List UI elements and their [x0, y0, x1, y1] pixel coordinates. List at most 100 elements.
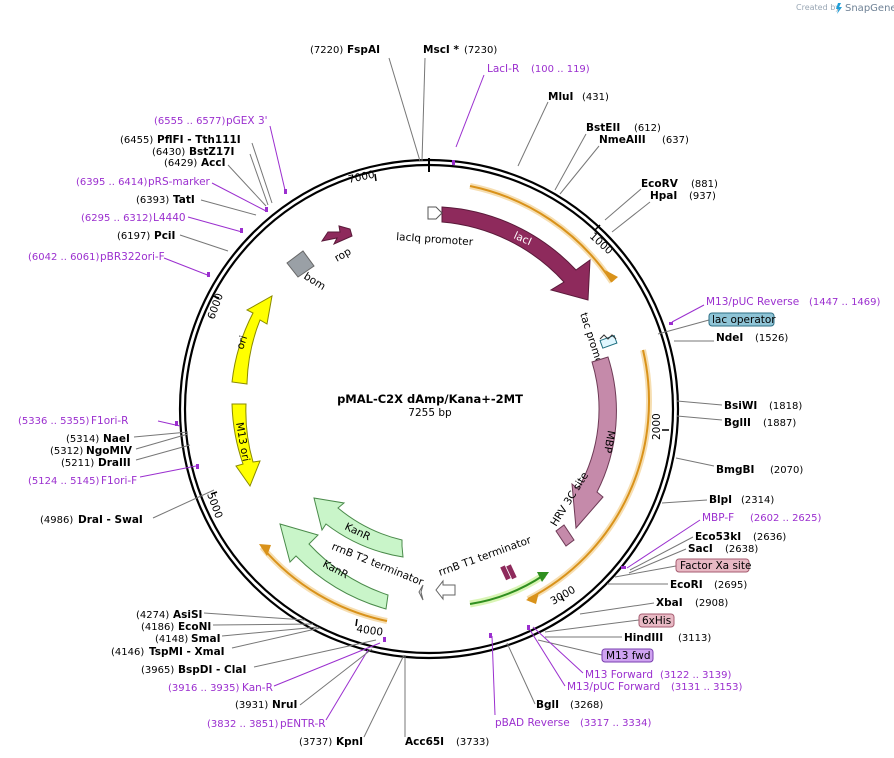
enzyme-DraI-SwaI[interactable]: DraI - SwaI [78, 514, 143, 526]
line-DraIII [135, 444, 191, 461]
box-m13-fwd[interactable] [601, 648, 654, 663]
mark-M13-forward [527, 625, 530, 630]
range-pGEX3: (6555 .. 6577) [154, 116, 226, 127]
enzyme-NgoMIV[interactable]: NgoMIV [86, 445, 133, 457]
mark-pBAD-Reverse [489, 633, 492, 638]
primer-M13-pUC-Reverse[interactable]: M13/pUC Reverse [706, 296, 799, 308]
range-Kan-R: (3916 .. 3935) [168, 683, 240, 694]
line-BstZ17I [249, 153, 269, 206]
enzyme-Eco53kI[interactable]: Eco53kI [695, 531, 741, 543]
tick-7000: 7000 [347, 169, 377, 186]
primer-pENTR-R[interactable]: pENTR-R [280, 718, 326, 730]
pos-BglII: (1887) [763, 418, 796, 429]
enzyme-BmgBI[interactable]: BmgBI [716, 464, 754, 476]
pos-BstZ17I: (6430) [152, 147, 185, 158]
feature-rrnB-T1-terminator[interactable] [500, 564, 517, 581]
enzyme-TspMI-XmaI[interactable]: TspMI - XmaI [149, 646, 225, 658]
primer-M13-pUC-Forward[interactable]: M13/pUC Forward [567, 681, 660, 693]
feature-MBP[interactable] [571, 356, 617, 530]
feature-ori[interactable] [231, 295, 273, 385]
primer-pBR322ori-F[interactable]: pBR322ori-F [100, 251, 165, 263]
line-NaeI [133, 431, 189, 438]
pos-PflFI: (6455) [120, 135, 153, 146]
box-factor-xa[interactable] [675, 558, 750, 573]
feature-lacIq-promoter-label: lacIq promoter [396, 231, 474, 248]
feature-HRV-3C-site[interactable] [555, 524, 575, 547]
line-MluI [517, 101, 549, 167]
line-TspMI [231, 627, 321, 649]
enzyme-MscI[interactable]: MscI * [423, 44, 459, 56]
line-EcoNI [212, 623, 314, 626]
feature-lacI[interactable] [441, 206, 591, 301]
line-NruI [299, 648, 373, 706]
feature-lacIq-promoter[interactable] [427, 206, 443, 220]
line-pGEX3 [269, 125, 286, 191]
enzyme-BsiWI[interactable]: BsiWI [724, 400, 757, 412]
feature-rrnB-T1-track-line [469, 574, 545, 605]
pos-PciI: (6197) [117, 231, 150, 242]
pos-MscI: (7230) [464, 45, 497, 56]
enzyme-BstEII[interactable]: BstEII [586, 122, 620, 134]
primer-track-kan-head [259, 544, 271, 556]
enzyme-NdeI[interactable]: NdeI [716, 332, 743, 344]
feature-bom[interactable] [286, 250, 315, 278]
enzyme-EcoRV[interactable]: EcoRV [641, 178, 679, 190]
line-Eco53kI [629, 536, 694, 571]
enzyme-HpaI[interactable]: HpaI [650, 190, 677, 202]
enzyme-TatI[interactable]: TatI [173, 194, 195, 206]
enzyme-PflFI-Tth111I[interactable]: PflFI - Tth111I [157, 134, 241, 146]
primer-Kan-R[interactable]: Kan-R [242, 682, 273, 694]
pos-HpaI: (937) [689, 191, 716, 202]
box-lac-operator[interactable] [708, 312, 775, 327]
primer-M13-Forward[interactable]: M13 Forward [585, 669, 653, 681]
primer-LacI-R[interactable]: LacI-R [487, 63, 519, 75]
box-six-his[interactable] [638, 613, 675, 628]
feature-M13-ori[interactable] [231, 403, 261, 488]
primer-L4440[interactable]: L4440 [153, 212, 186, 224]
feature-KanR-2[interactable] [279, 523, 389, 610]
enzyme-BglI[interactable]: BglI [536, 699, 559, 711]
plasmid-name: pMAL-C2X dAmp/Kana+-2MT [337, 392, 523, 406]
line-pBR322ori-F [163, 257, 211, 277]
enzyme-AccI[interactable]: AccI [201, 157, 225, 169]
tick-5000: 5000 [204, 491, 224, 520]
feature-rop[interactable] [320, 225, 353, 246]
primer-pRS-marker[interactable]: pRS-marker [148, 176, 211, 188]
enzyme-MluI[interactable]: MluI [548, 91, 573, 103]
enzyme-BstZ17I[interactable]: BstZ17I [189, 146, 234, 158]
primer-pBAD-Reverse[interactable]: pBAD Reverse [495, 717, 570, 729]
enzyme-NruI[interactable]: NruI [272, 699, 297, 711]
enzyme-AsiSI[interactable]: AsiSI [173, 609, 202, 621]
range-M13-pUC-Reverse: (1447 .. 1469) [809, 297, 881, 308]
primer-F1ori-F[interactable]: F1ori-F [101, 475, 137, 487]
enzyme-EcoRI[interactable]: EcoRI [670, 579, 703, 591]
primer-MBP-F[interactable]: MBP-F [702, 512, 734, 524]
enzyme-NaeI[interactable]: NaeI [103, 433, 130, 445]
enzyme-HindIII[interactable]: HindIII [624, 632, 663, 644]
enzyme-DraIII[interactable]: DraIII [98, 457, 131, 469]
enzyme-SmaI[interactable]: SmaI [191, 633, 221, 645]
enzyme-BglII[interactable]: BglII [724, 417, 751, 429]
enzyme-NmeAIII[interactable]: NmeAIII [599, 134, 646, 146]
mark-F1ori-R [175, 421, 178, 426]
enzyme-PciI[interactable]: PciI [154, 230, 175, 242]
box-six-his-label: 6xHis [642, 615, 671, 627]
enzyme-FspAI[interactable]: FspAI [347, 44, 380, 56]
enzyme-BlpI[interactable]: BlpI [709, 494, 732, 506]
primer-pGEX3[interactable]: pGEX 3' [226, 115, 268, 127]
enzyme-EcoNI[interactable]: EcoNI [178, 621, 211, 633]
enzyme-KpnI[interactable]: KpnI [336, 736, 363, 748]
primer-F1ori-R[interactable]: F1ori-R [91, 415, 128, 427]
mark-M13-pUC-Reverse [669, 322, 673, 325]
range-F1ori-R: (5336 .. 5355) [18, 416, 90, 427]
feature-tac-promoter[interactable] [599, 334, 618, 349]
enzyme-BspDI-ClaI[interactable]: BspDI - ClaI [178, 664, 246, 676]
pos-BlpI: (2314) [741, 495, 774, 506]
enzyme-SacI[interactable]: SacI [688, 543, 713, 555]
enzyme-Acc65I[interactable]: Acc65I [405, 736, 444, 748]
svg-text:2000: 2000 [651, 413, 663, 440]
svg-text:6000: 6000 [206, 292, 226, 321]
enzyme-XbaI[interactable]: XbaI [656, 597, 683, 609]
feature-KanR-1[interactable] [313, 497, 404, 558]
line-KpnI [363, 654, 405, 738]
